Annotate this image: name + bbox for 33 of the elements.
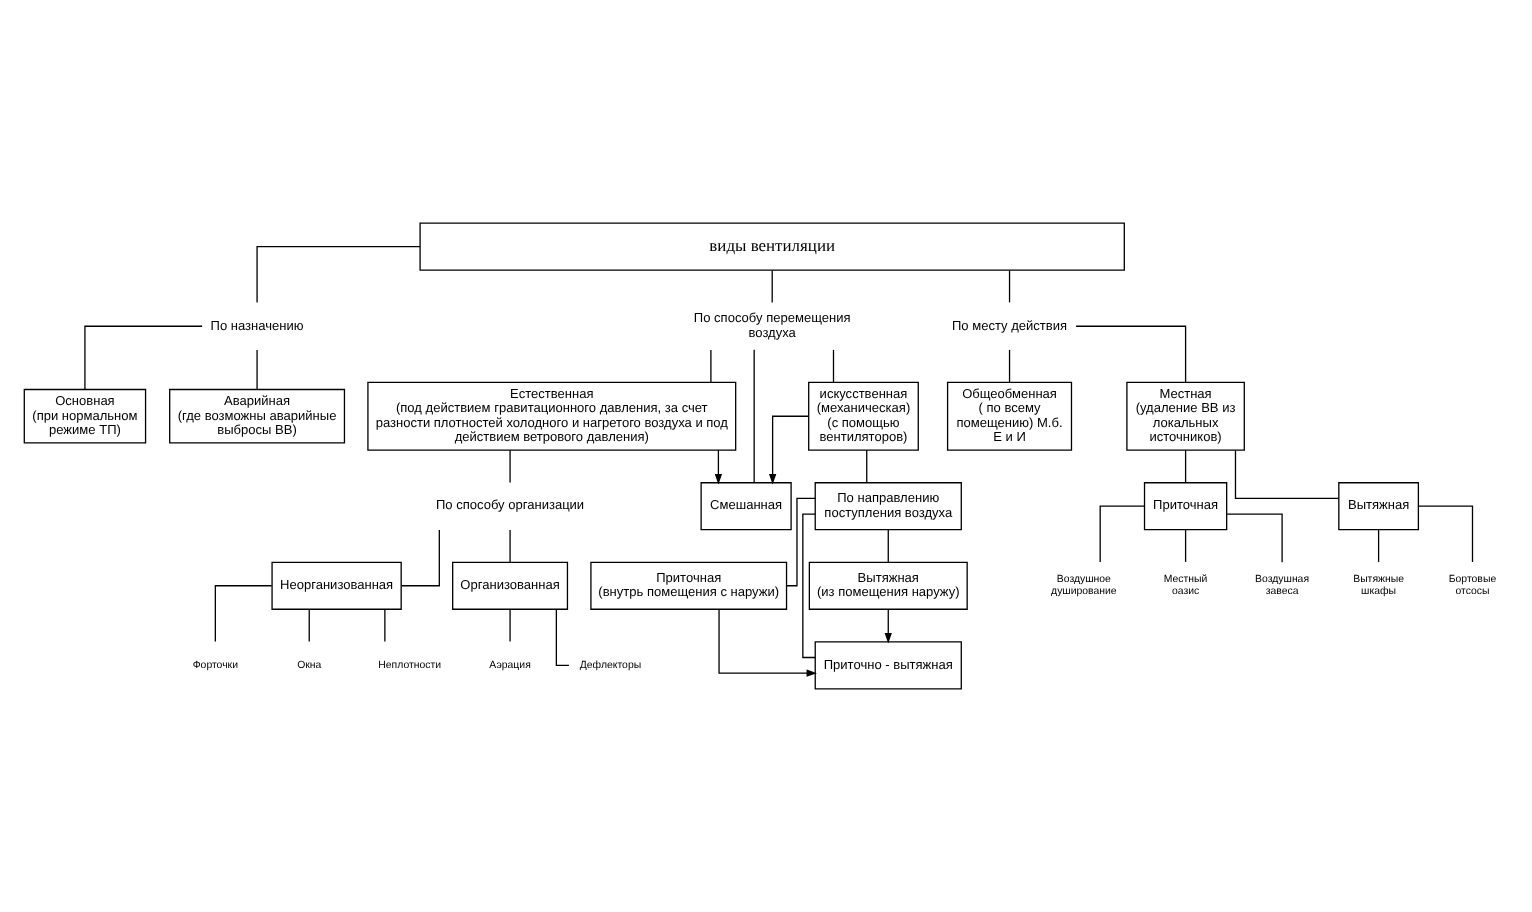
connector: [1075, 325, 1187, 383]
node-box: виды вентиляции: [419, 222, 1125, 271]
connector: [1184, 529, 1187, 563]
connector: [1234, 449, 1340, 500]
connector: [753, 349, 755, 484]
connector: [1377, 529, 1380, 563]
connector: [509, 529, 511, 563]
connector: [1184, 449, 1187, 484]
connector: [710, 349, 712, 383]
connector: [1226, 513, 1283, 563]
connector: [384, 608, 386, 643]
connector: [1099, 505, 1146, 563]
arrow: [884, 608, 892, 644]
arrow: [718, 609, 817, 677]
connector: [866, 449, 868, 484]
connector: [1417, 505, 1474, 563]
connector: [308, 608, 310, 643]
arrow: [768, 415, 810, 485]
connector: [1008, 269, 1011, 304]
connector: [1008, 349, 1011, 383]
connector: [84, 325, 203, 390]
connector: [256, 349, 258, 390]
connector: [785, 497, 816, 587]
connector: [832, 349, 835, 383]
connector: [771, 269, 773, 304]
connector: [887, 529, 889, 563]
connector: [256, 246, 421, 304]
connector: [802, 513, 816, 659]
connector: [509, 449, 511, 484]
connector: [214, 585, 273, 643]
connector: [509, 608, 511, 643]
arrow: [714, 449, 723, 485]
connector: [401, 529, 440, 587]
